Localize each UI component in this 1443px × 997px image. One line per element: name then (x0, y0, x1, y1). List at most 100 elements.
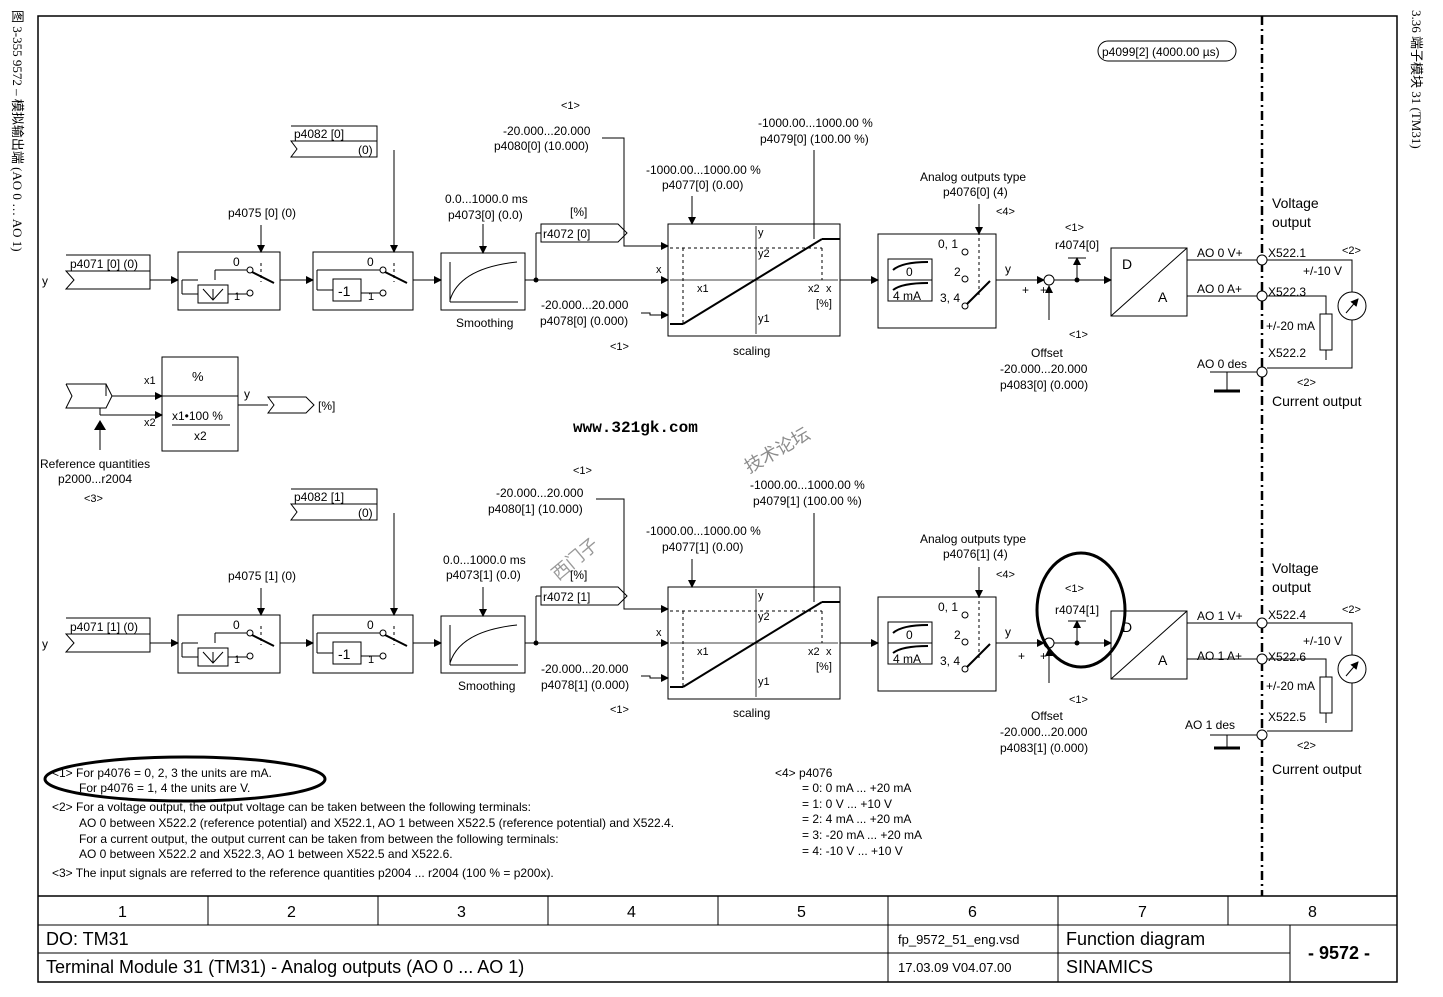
svg-text:Reference quantities: Reference quantities (40, 457, 150, 471)
note-4-title: <4> p4076 (775, 766, 833, 780)
svg-text:0: 0 (233, 255, 240, 269)
svg-text:y2: y2 (758, 611, 770, 623)
svg-text:<2>: <2> (1342, 604, 1361, 616)
svg-text:0, 1: 0, 1 (938, 600, 958, 614)
svg-text:AO 0 V+: AO 0 V+ (1197, 246, 1243, 260)
svg-text:p4080[1] (10.000): p4080[1] (10.000) (488, 502, 583, 516)
svg-text:3, 4: 3, 4 (940, 654, 960, 668)
svg-text:y: y (758, 590, 764, 602)
highlight-ellipse-r4074 (1035, 551, 1127, 669)
watermark-cn: 技术论坛 (741, 424, 813, 477)
svg-text:scaling: scaling (733, 706, 770, 720)
svg-text:AO 0 des: AO 0 des (1197, 357, 1247, 371)
svg-text:p2000...r2004: p2000...r2004 (58, 472, 132, 486)
p4082-connector (290, 125, 378, 158)
svg-text:0, 1: 0, 1 (938, 237, 958, 251)
svg-text:= 3: -20 mA ... +20 mA: = 3: -20 mA ... +20 mA (802, 828, 922, 842)
column-6: 6 (968, 904, 977, 921)
svg-text:X522.2: X522.2 (1268, 346, 1306, 360)
svg-text:0: 0 (367, 255, 374, 269)
svg-text:<1>: <1> (1069, 694, 1088, 706)
note-1b: For p4076 = 1, 4 the units are V. (79, 781, 250, 795)
column-4: 4 (627, 904, 636, 921)
svg-text:2: 2 (954, 628, 961, 642)
svg-text:Current output: Current output (1272, 393, 1362, 409)
svg-text:<1>: <1> (1065, 222, 1084, 234)
column-2: 2 (287, 904, 296, 921)
svg-text:<2>: <2> (1297, 740, 1316, 752)
svg-text:<2>: <2> (1297, 377, 1316, 389)
svg-text:y: y (42, 637, 48, 651)
svg-text:x2: x2 (144, 417, 156, 429)
svg-text:-20.000...20.000: -20.000...20.000 (541, 662, 629, 676)
watermark-url: www.321gk.com (573, 419, 698, 437)
note-2d: AO 0 between X522.2 and X522.3, AO 1 bet… (79, 847, 453, 861)
p4075-param: p4075 [0] (0) (228, 206, 296, 220)
svg-text:X522.1: X522.1 (1268, 246, 1306, 260)
svg-text:X522.6: X522.6 (1268, 650, 1306, 664)
svg-text:AO 1 A+: AO 1 A+ (1197, 649, 1242, 663)
column-8: 8 (1308, 904, 1317, 921)
svg-text:A: A (1158, 652, 1168, 668)
output-type-selector (877, 233, 997, 329)
svg-text:x1•100 %: x1•100 % (172, 409, 223, 423)
svg-text:output: output (1272, 579, 1311, 595)
svg-text:p4080[0] (10.000): p4080[0] (10.000) (494, 139, 589, 153)
svg-text:x: x (656, 627, 662, 639)
svg-text:Smoothing: Smoothing (456, 316, 513, 330)
svg-text:Smoothing: Smoothing (458, 679, 515, 693)
svg-text:-20.000...20.000: -20.000...20.000 (1000, 725, 1088, 739)
page-frame (37, 15, 1398, 983)
terminal-x522-1 (1256, 254, 1268, 266)
column-3: 3 (457, 904, 466, 921)
column-7: 7 (1138, 904, 1147, 921)
switch-lever (251, 271, 275, 284)
svg-text:-1000.00...1000.00 %: -1000.00...1000.00 % (750, 478, 865, 492)
svg-text:p4082 [1]: p4082 [1] (294, 490, 344, 504)
svg-text:<2>: <2> (1342, 245, 1361, 257)
svg-text:y: y (1005, 262, 1011, 276)
svg-text:AO 1 des: AO 1 des (1185, 718, 1235, 732)
svg-text:<1>: <1> (1069, 329, 1088, 341)
highlight-ellipse-note1 (43, 755, 327, 803)
svg-text:= 4: -10 V ... +10 V: = 4: -10 V ... +10 V (802, 844, 903, 858)
svg-text:p4077[1] (0.00): p4077[1] (0.00) (662, 540, 743, 554)
svg-text:AO 1 V+: AO 1 V+ (1197, 609, 1243, 623)
svg-text:<1>: <1> (561, 100, 580, 112)
svg-text:4 mA: 4 mA (893, 289, 921, 303)
input-connector (64, 254, 151, 290)
svg-text:2: 2 (954, 265, 961, 279)
svg-text:x1: x1 (697, 283, 709, 295)
svg-text:Analog outputs type: Analog outputs type (920, 532, 1026, 546)
svg-text:+: + (1040, 649, 1047, 663)
svg-text:<1>: <1> (1065, 583, 1084, 595)
svg-text:= 0: 0 mA ... +20 mA: = 0: 0 mA ... +20 mA (802, 781, 911, 795)
svg-text:scaling: scaling (733, 344, 770, 358)
svg-text:Offset: Offset (1031, 709, 1063, 723)
svg-text:-1000.00...1000.00 %: -1000.00...1000.00 % (646, 163, 761, 177)
svg-text:X522.5: X522.5 (1268, 710, 1306, 724)
svg-text:p4083[1] (0.000): p4083[1] (0.000) (1000, 741, 1088, 755)
svg-text:output: output (1272, 214, 1311, 230)
svg-text:r4074[0]: r4074[0] (1055, 238, 1099, 252)
svg-text:Voltage: Voltage (1272, 560, 1319, 576)
svg-text:D: D (1122, 619, 1132, 635)
svg-text:Analog outputs type: Analog outputs type (920, 170, 1026, 184)
svg-text:0: 0 (367, 618, 374, 632)
svg-text:+/-20 mA: +/-20 mA (1266, 319, 1315, 333)
svg-text:p4083[0] (0.000): p4083[0] (0.000) (1000, 378, 1088, 392)
channel-ao0: y p4071 [0] (0) 01 p4075 [0] (0) -1 01 p… (42, 100, 1367, 409)
left-side-caption: 图 3-355 9572 – 模拟输出端 (AO 0 … AO 1) (10, 10, 25, 252)
sampling-time-param-box (1097, 40, 1237, 62)
svg-text:+/-10 V: +/-10 V (1303, 634, 1342, 648)
svg-text:1: 1 (368, 291, 374, 303)
svg-text:AO 0 A+: AO 0 A+ (1197, 282, 1242, 296)
svg-text:3, 4: 3, 4 (940, 291, 960, 305)
note-2b: AO 0 between X522.2 (reference potential… (79, 816, 674, 830)
svg-text:-1: -1 (338, 646, 351, 662)
input-y-label: y (42, 274, 48, 288)
svg-text:1: 1 (368, 654, 374, 666)
svg-text:0: 0 (233, 618, 240, 632)
svg-text:r4072 [0]: r4072 [0] (543, 227, 590, 241)
svg-text:<4>: <4> (996, 206, 1015, 218)
